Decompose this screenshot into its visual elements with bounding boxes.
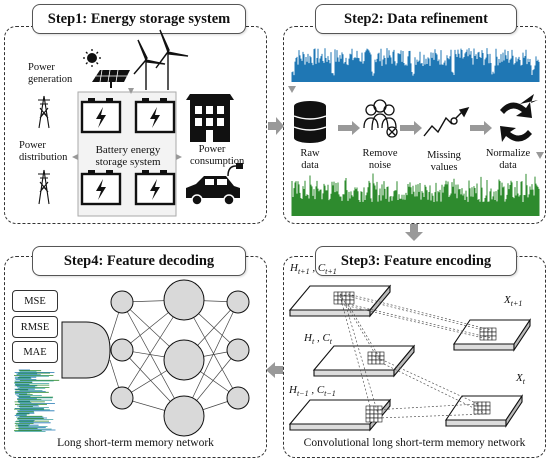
battery-icon xyxy=(134,98,176,134)
mae-box: MAE xyxy=(12,341,58,363)
battery-icon xyxy=(80,98,122,134)
h-next-c-next-label: Ht+1 , Ct+1 xyxy=(290,262,337,277)
state-slab xyxy=(312,344,416,378)
h-prev-c-prev-label: Ht−1 , Ct−1 xyxy=(289,384,336,399)
refined-data-series xyxy=(291,173,540,216)
x-cur-label: Xt xyxy=(516,372,525,387)
building-icon xyxy=(186,94,234,142)
convlstm-caption: Convolutional long short-term memory net… xyxy=(303,437,526,449)
normalize-down-arrow xyxy=(536,152,544,159)
battery-icon xyxy=(134,170,176,206)
network-node xyxy=(226,290,250,314)
kernel-connections xyxy=(339,293,492,419)
step1-title: Step1: Energy storage system xyxy=(32,4,246,34)
network-node xyxy=(226,338,250,362)
arrow-1 xyxy=(338,121,360,135)
mse-box: MSE xyxy=(12,290,58,312)
step3-title: Step3: Feature encoding xyxy=(315,246,517,276)
h-cur-c-cur-label: Ht , Ct xyxy=(304,332,333,347)
battery-icon xyxy=(80,170,122,206)
lstm-network xyxy=(61,279,250,437)
rmse-box: RMSE xyxy=(12,316,58,338)
solar-panel-icon xyxy=(92,69,130,88)
electric-car-icon xyxy=(186,163,243,206)
missing-values-icon xyxy=(423,106,470,137)
network-node xyxy=(110,386,134,410)
raw-down-arrow xyxy=(288,86,296,93)
kernel-grid xyxy=(333,291,497,423)
network-node xyxy=(163,339,205,381)
lstm-caption: Long short-term memory network xyxy=(57,437,214,449)
raw-data-series xyxy=(291,48,540,82)
step4-title: Step4: Feature decoding xyxy=(32,246,246,276)
sun-icon xyxy=(83,49,101,67)
battery-icon xyxy=(80,98,176,206)
remove-noise-icon xyxy=(363,99,398,138)
network-node xyxy=(163,395,205,437)
network-node xyxy=(226,386,250,410)
network-node xyxy=(110,338,134,362)
arrow-3 xyxy=(470,121,492,135)
prediction-plot-thumbnail xyxy=(14,369,60,432)
input-slab xyxy=(452,318,532,352)
step2-title: Step2: Data refinement xyxy=(315,4,517,34)
network-node xyxy=(110,290,134,314)
database-icon xyxy=(293,101,327,143)
normalize-icon xyxy=(500,94,538,142)
arrow-2 xyxy=(400,121,422,135)
x-next-label: Xt+1 xyxy=(504,294,523,309)
wind-turbine-icon xyxy=(133,29,189,90)
state-slab xyxy=(288,398,392,432)
network-node xyxy=(163,279,205,321)
power-tower-icon xyxy=(38,95,50,205)
